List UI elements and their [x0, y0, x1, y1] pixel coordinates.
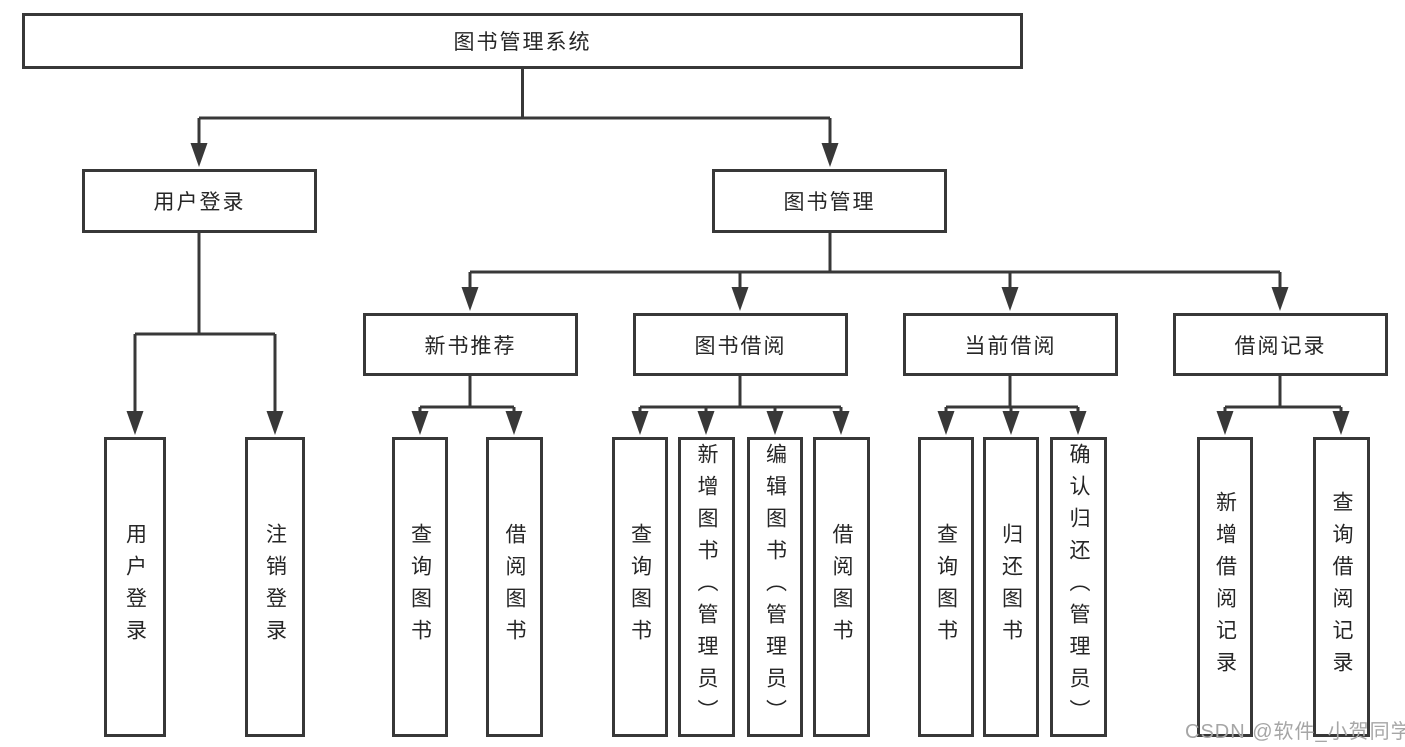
node-root: 图书管理系统 — [22, 13, 1023, 69]
node-new-book-recommend: 新书推荐 — [363, 313, 578, 376]
leaf-edit-book-label: 编辑图书（管理员） — [763, 443, 787, 731]
node-borrow-record-label: 借阅记录 — [1234, 334, 1327, 358]
leaf-query-book-borrow-label: 查询图书 — [628, 523, 652, 651]
node-book-management-label: 图书管理 — [783, 191, 876, 214]
node-current-borrow: 当前借阅 — [903, 313, 1118, 376]
leaf-logout: 注销登录 — [245, 437, 305, 737]
leaf-logout-label: 注销登录 — [263, 523, 287, 651]
leaf-query-book-newbook-label: 查询图书 — [408, 523, 432, 651]
node-user-login-label: 用户登录 — [153, 191, 246, 214]
leaf-return-book: 归还图书 — [983, 437, 1039, 737]
node-borrow-record: 借阅记录 — [1173, 313, 1388, 376]
leaf-return-book-label: 归还图书 — [999, 523, 1023, 651]
leaf-query-book-newbook: 查询图书 — [392, 437, 448, 737]
node-book-management: 图书管理 — [712, 169, 947, 233]
leaf-borrow-book-borrow: 借阅图书 — [813, 437, 870, 737]
node-new-book-recommend-label: 新书推荐 — [424, 334, 517, 358]
leaf-query-book-borrow: 查询图书 — [612, 437, 668, 737]
leaf-confirm-return: 确认归还（管理员） — [1050, 437, 1107, 737]
leaf-confirm-return-label: 确认归还（管理员） — [1067, 443, 1090, 731]
node-book-borrow: 图书借阅 — [633, 313, 848, 376]
leaf-add-borrow-record: 新增借阅记录 — [1197, 437, 1253, 737]
leaf-borrow-book-newbook: 借阅图书 — [486, 437, 543, 737]
csdn-watermark: CSDN @软件_小贺同学 — [1185, 721, 1405, 743]
arrowheads — [126, 143, 1350, 435]
leaf-add-book: 新增图书（管理员） — [678, 437, 735, 737]
node-root-label: 图书管理系统 — [453, 31, 592, 54]
leaf-user-login-label: 用户登录 — [123, 523, 147, 651]
leaf-query-borrow-record: 查询借阅记录 — [1313, 437, 1370, 737]
leaf-user-login: 用户登录 — [104, 437, 166, 737]
leaf-edit-book: 编辑图书（管理员） — [747, 437, 803, 737]
leaf-query-book-current: 查询图书 — [918, 437, 974, 737]
node-book-borrow-label: 图书借阅 — [694, 334, 787, 358]
leaf-borrow-book-borrow-label: 借阅图书 — [830, 523, 853, 651]
leaf-query-borrow-record-label: 查询借阅记录 — [1330, 491, 1353, 683]
leaf-query-book-current-label: 查询图书 — [934, 523, 958, 651]
leaf-add-borrow-record-label: 新增借阅记录 — [1213, 491, 1237, 683]
leaf-add-book-label: 新增图书（管理员） — [695, 443, 718, 731]
leaf-borrow-book-newbook-label: 借阅图书 — [503, 523, 526, 651]
node-current-borrow-label: 当前借阅 — [964, 334, 1057, 358]
node-user-login: 用户登录 — [82, 169, 317, 233]
